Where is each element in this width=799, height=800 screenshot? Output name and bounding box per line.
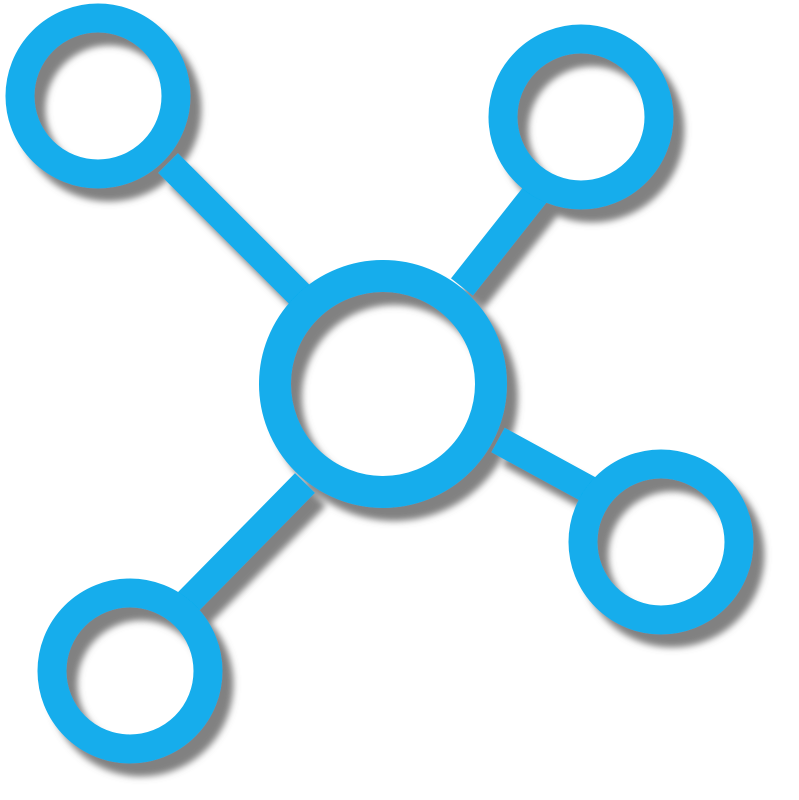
node-center	[259, 260, 507, 508]
node-top-left	[5, 3, 191, 189]
connector-top-right	[451, 173, 556, 296]
connector-top-left	[158, 153, 312, 307]
node-bottom-left	[37, 578, 223, 764]
node-top-right	[488, 24, 674, 210]
connector-bottom-left	[178, 473, 315, 612]
node-right	[568, 449, 754, 635]
